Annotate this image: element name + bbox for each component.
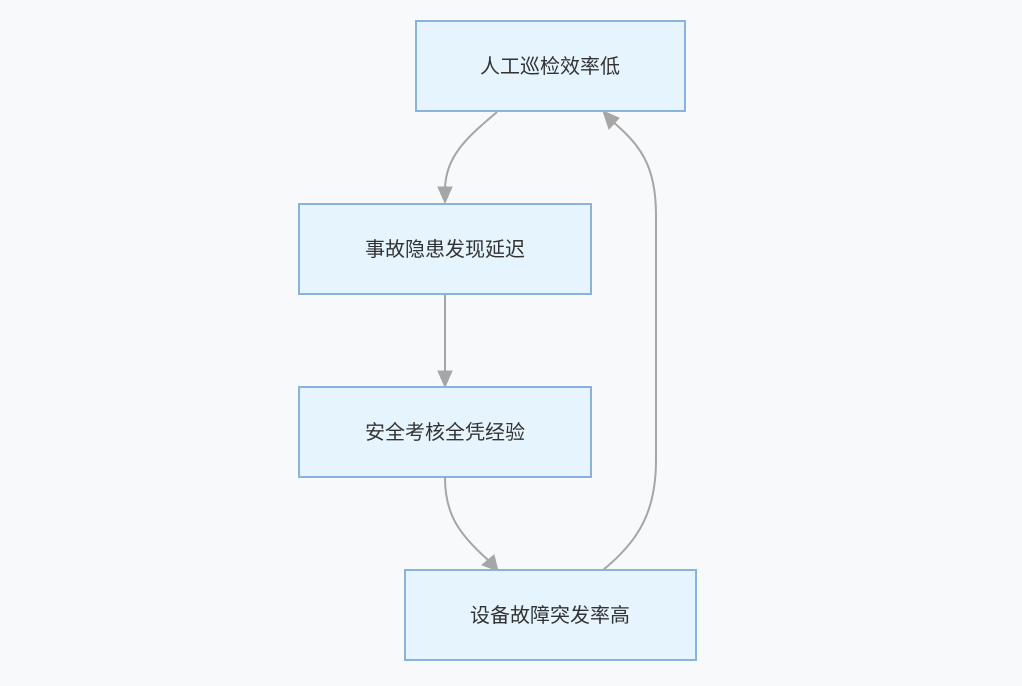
node-hazard-box [298, 203, 592, 295]
arrowhead-to-hazard [437, 186, 453, 205]
edge-failure-to-inspection [602, 120, 657, 571]
node-inspection-box [415, 20, 686, 112]
edges [437, 110, 657, 572]
node-inspection-label: 人工巡检效率低 [480, 54, 620, 78]
node-assessment-label: 安全考核全凭经验 [365, 420, 525, 444]
node-inspection[interactable]: 人工巡检效率低 [415, 20, 686, 112]
node-assessment[interactable]: 安全考核全凭经验 [298, 386, 592, 478]
node-assessment-box [298, 386, 592, 478]
arrowhead-to-assessment [437, 370, 453, 389]
arrowhead-to-inspection [602, 110, 620, 130]
node-failure[interactable]: 设备故障突发率高 [404, 569, 697, 661]
node-failure-label: 设备故障突发率高 [470, 603, 630, 627]
edge-assessment-to-failure [444, 477, 489, 561]
node-hazard-label: 事故隐患发现延迟 [365, 237, 525, 261]
edge-inspection-to-hazard [444, 111, 498, 191]
node-failure-box [404, 569, 697, 661]
node-hazard[interactable]: 事故隐患发现延迟 [298, 203, 592, 295]
arrowhead-to-failure [481, 554, 499, 572]
